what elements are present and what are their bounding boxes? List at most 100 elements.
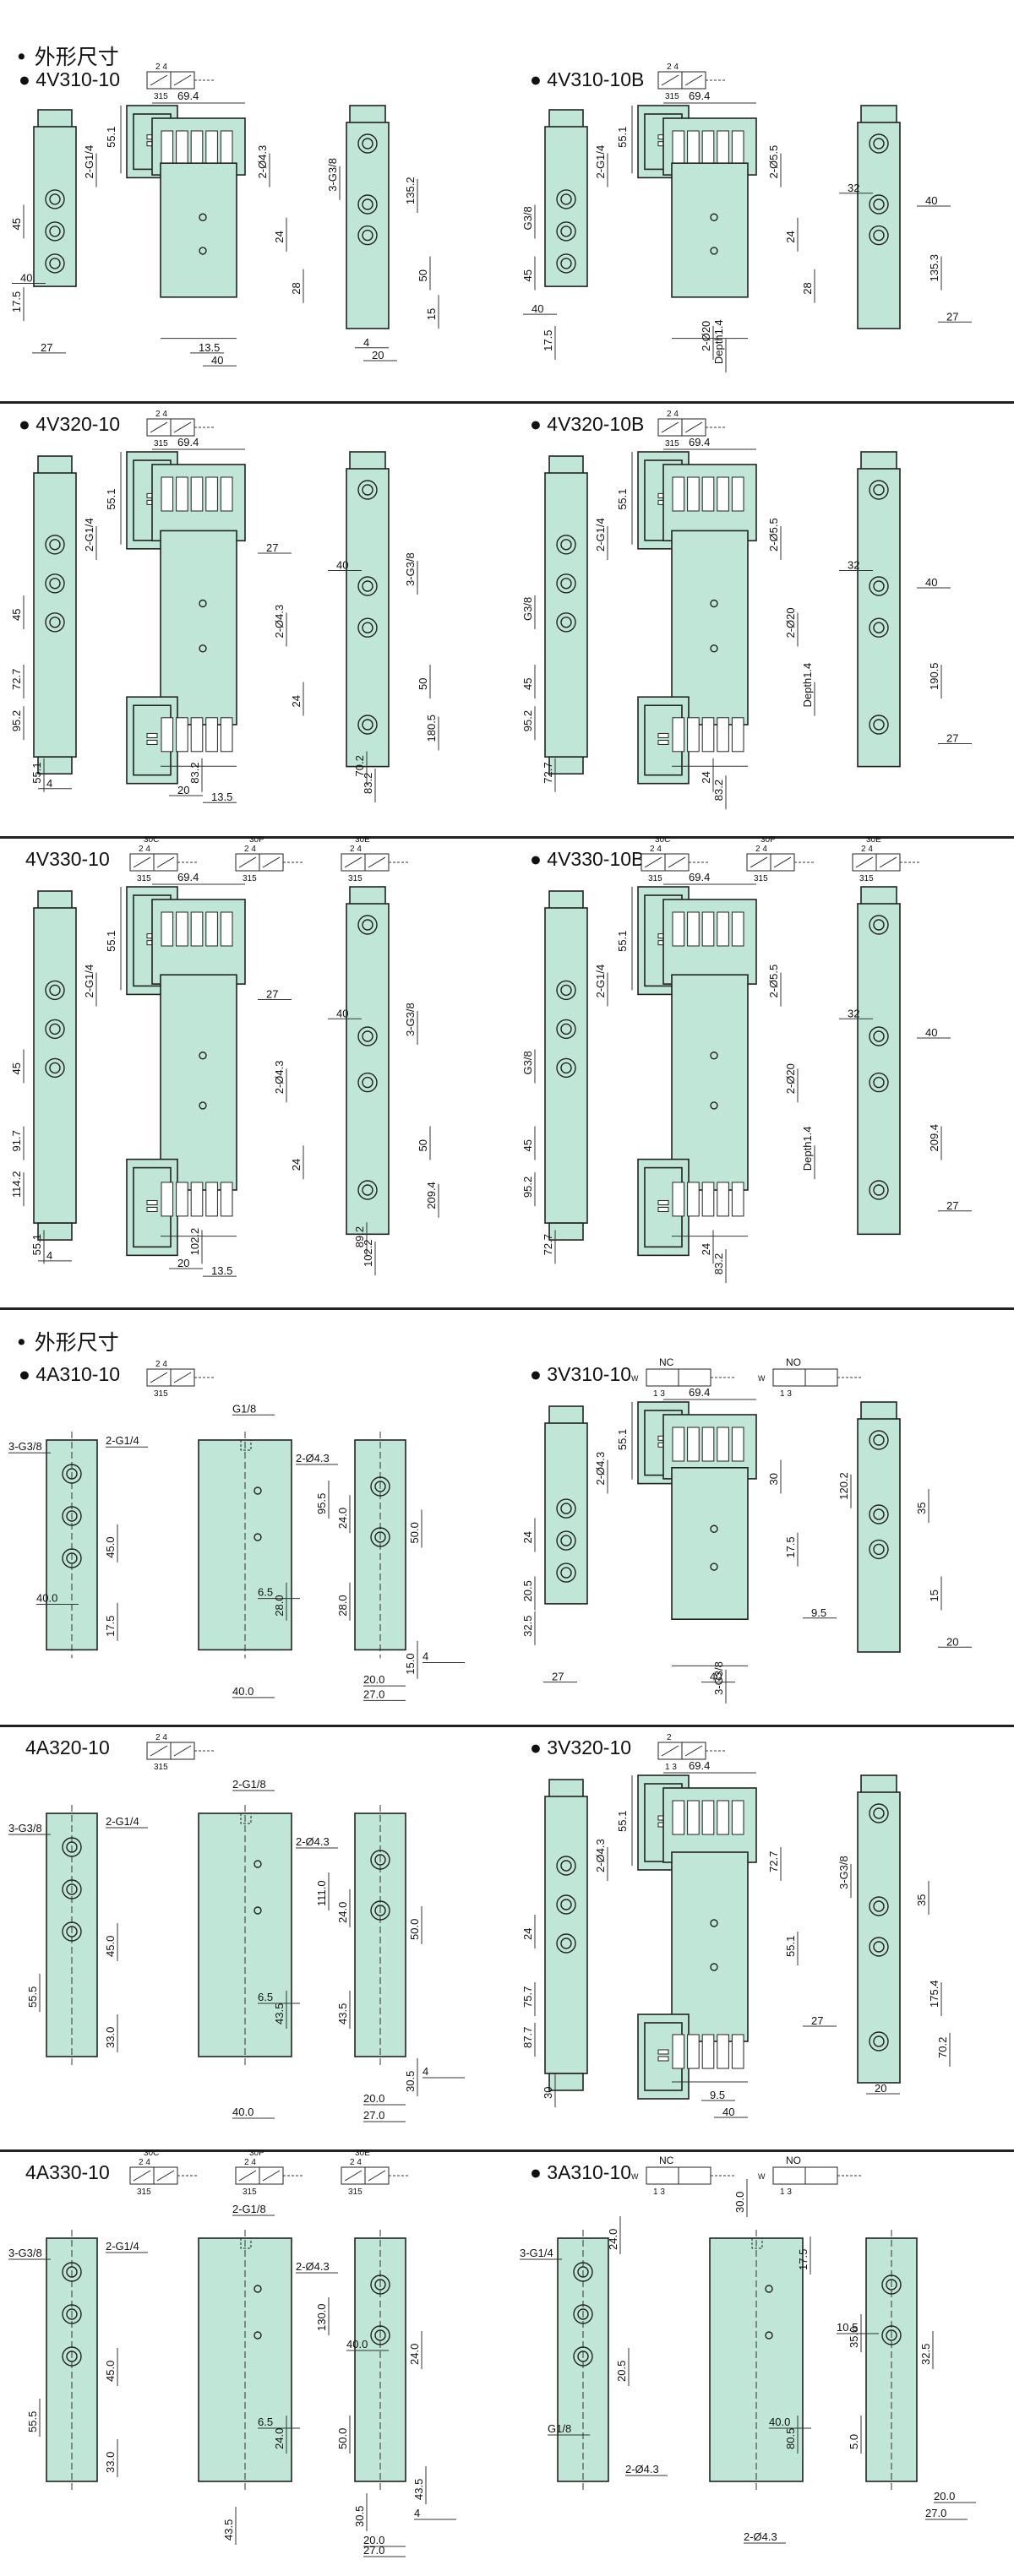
coil-cap bbox=[548, 1405, 584, 1426]
section-title-2: • 外形尺寸 bbox=[15, 1330, 119, 1355]
port-circle bbox=[45, 612, 65, 633]
dimension-label: 2-G1/4 bbox=[83, 145, 95, 179]
coil-cap bbox=[37, 756, 73, 775]
dimension-label: 2-G1/4 bbox=[83, 965, 95, 998]
dimension-label: 35 bbox=[915, 1503, 928, 1514]
port-circle bbox=[357, 1026, 378, 1046]
symbol-box bbox=[772, 1368, 806, 1387]
dimension-label: 75.7 bbox=[521, 1986, 534, 2008]
dimension-label: 102.2 bbox=[188, 1228, 201, 1256]
dimension-label: 55.1 bbox=[616, 127, 629, 148]
port-inner-circle bbox=[873, 1543, 885, 1556]
port-circle bbox=[45, 573, 65, 594]
dimension-label: 135.2 bbox=[404, 177, 417, 204]
dimension-label: 83.2 bbox=[188, 762, 201, 783]
heat-sink-rib bbox=[205, 717, 218, 753]
dimension-label: 2-G1/4 bbox=[106, 1815, 139, 1828]
port-inner-circle bbox=[886, 2329, 897, 2341]
coil-cap bbox=[37, 890, 73, 910]
valve-body-front bbox=[671, 1467, 749, 1620]
port-inner-circle bbox=[560, 539, 572, 551]
port-circle bbox=[62, 1506, 82, 1526]
dimension-label: 2-Ø4.3 bbox=[273, 605, 286, 639]
dimension-label: 43.5 bbox=[273, 2003, 286, 2024]
dimension-label: 10.5 bbox=[837, 2321, 858, 2334]
dimension-label: 27 bbox=[266, 988, 278, 1001]
port-inner-circle bbox=[873, 622, 885, 633]
port-inner-circle bbox=[66, 1510, 78, 1522]
port-inner-circle bbox=[362, 719, 373, 731]
dimension-label: G3/8 bbox=[521, 597, 534, 621]
dimension-label: 27 bbox=[41, 341, 52, 354]
heat-sink-rib bbox=[717, 130, 729, 166]
port-inner-circle bbox=[560, 226, 572, 237]
port-inner-circle bbox=[362, 580, 373, 592]
dimension-label: 50 bbox=[417, 269, 429, 281]
dimension-label: 45.0 bbox=[104, 1536, 117, 1557]
dimension-label: 3-G3/8 bbox=[326, 158, 339, 192]
heat-sink-rib bbox=[672, 130, 685, 166]
dimension-label: 43.5 bbox=[336, 2003, 349, 2024]
symbol-box bbox=[804, 2166, 838, 2185]
pilot-port bbox=[240, 1439, 252, 1451]
port-circle bbox=[869, 915, 889, 935]
symbol-label: 2 4 bbox=[155, 1733, 167, 1742]
dimension-label: 209.4 bbox=[425, 1182, 438, 1209]
port-circle bbox=[869, 2031, 889, 2052]
dimension-label: 130.0 bbox=[315, 2303, 328, 2331]
port-inner-circle bbox=[49, 617, 61, 628]
port-circle bbox=[556, 980, 576, 1001]
dimension-label: 69.4 bbox=[689, 871, 710, 883]
dimension-label: 2-Ø5.5 bbox=[767, 965, 780, 998]
port-circle bbox=[62, 1464, 82, 1484]
dimension-label: 55.1 bbox=[616, 488, 629, 509]
dimension-label: 55.1 bbox=[616, 1811, 629, 1832]
symbol-label: 315 bbox=[754, 874, 768, 883]
dimension-label: 3-G3/8 bbox=[404, 1003, 417, 1036]
dimension-label: 87.7 bbox=[521, 2027, 534, 2048]
port-circle bbox=[869, 480, 889, 500]
dimension-label: 95.2 bbox=[521, 1177, 534, 1198]
dimension-label: 2-G1/8 bbox=[232, 1778, 266, 1791]
dimension-label: 17.5 bbox=[104, 1616, 117, 1637]
separator bbox=[0, 1307, 1014, 1310]
dimension-label: 17.5 bbox=[784, 1536, 797, 1557]
dimension-label: 2-Ø5.5 bbox=[767, 518, 780, 552]
port-inner-circle bbox=[577, 2266, 589, 2278]
dimension-label: 30.0 bbox=[733, 2192, 746, 2213]
port-circle bbox=[62, 2346, 82, 2367]
dimension-label: 2-Ø4.3 bbox=[256, 145, 269, 179]
mount-hole bbox=[710, 1052, 718, 1060]
mount-hole bbox=[199, 213, 207, 221]
port-inner-circle bbox=[873, 138, 885, 149]
dimension-label: 9.5 bbox=[811, 1606, 826, 1619]
symbol-arrow bbox=[855, 856, 874, 868]
dimension-label: 55.5 bbox=[26, 2411, 39, 2432]
symbol-arrow bbox=[150, 1745, 168, 1757]
heat-sink-rib bbox=[672, 476, 685, 512]
dimension-label: 24 bbox=[521, 1928, 534, 1940]
dimension-label: 32.5 bbox=[919, 2344, 932, 2365]
dimension-label: 13.5 bbox=[199, 341, 220, 354]
port-inner-circle bbox=[560, 258, 572, 269]
symbol-arrow bbox=[262, 856, 281, 868]
dimension-label: 20.0 bbox=[934, 2490, 955, 2503]
port-inner-circle bbox=[362, 484, 373, 496]
dimension-label: 20.5 bbox=[521, 1580, 534, 1601]
model-name: ● 4V310-10B bbox=[530, 68, 644, 90]
mount-hole bbox=[765, 2331, 773, 2340]
dimension-label: 55.1 bbox=[616, 931, 629, 952]
port-circle bbox=[357, 915, 378, 935]
symbol-arrow bbox=[150, 421, 168, 433]
symbol-label: 30E bbox=[355, 835, 370, 845]
heat-sink-rib bbox=[176, 130, 188, 166]
port-inner-circle bbox=[374, 1481, 386, 1492]
symbol-label: 2 4 bbox=[139, 845, 150, 854]
dimension-label: 69.4 bbox=[689, 90, 710, 102]
dimension-label: 6.5 bbox=[258, 1991, 273, 2003]
dimension-label: 69.4 bbox=[689, 1759, 710, 1772]
pilot-port bbox=[751, 2237, 763, 2249]
